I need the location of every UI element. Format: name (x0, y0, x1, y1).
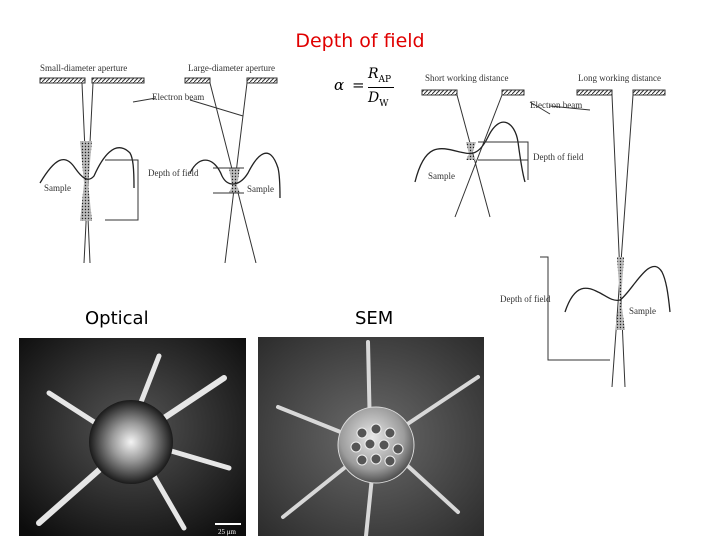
optical-label: Optical (85, 308, 149, 329)
large-aperture-plate-left (184, 77, 211, 84)
long-wd-aperture-left (576, 89, 613, 96)
short-wd-aperture-right (501, 89, 525, 96)
optical-radiolarian-image: 25 μm (19, 338, 246, 536)
optical-micrograph: 25 μm (19, 338, 246, 536)
formula-fraction-bar (368, 87, 394, 88)
sample-surface-right (189, 152, 281, 199)
scale-bar (215, 523, 241, 525)
small-aperture-dof-zone (80, 141, 92, 183)
long-wd-label: Long working distance (578, 73, 661, 83)
depth-of-field-label: Depth of field (148, 168, 199, 178)
large-aperture-dof-zone (229, 168, 240, 186)
sample-label-left: Sample (44, 183, 71, 193)
formula-equals: = (352, 76, 365, 94)
sem-radiolarian-image (258, 337, 484, 536)
sample-label-short: Sample (428, 171, 455, 181)
short-wd-aperture-left (421, 89, 458, 96)
small-aperture-dof-zone-lower (80, 183, 92, 221)
small-aperture-plate-left (39, 77, 86, 84)
formula-denominator: DW (368, 90, 389, 109)
depth-of-field-label-long: Depth of field (500, 294, 551, 304)
working-distance-diagram: Short working distance Long working dist… (414, 73, 671, 387)
sample-surface-long (564, 265, 671, 313)
sem-label: SEM (355, 308, 394, 329)
small-aperture-label: Small-diameter aperture (40, 63, 127, 73)
depth-of-field-label-short: Depth of field (533, 152, 584, 162)
sample-label-right: Sample (247, 184, 274, 194)
slide-title: Depth of field (295, 30, 425, 52)
formula-alpha: α (334, 76, 345, 94)
sample-surface-left (39, 147, 135, 189)
formula-numerator: RAP (368, 66, 392, 85)
electron-beam-label: Electron beam (152, 92, 204, 102)
large-aperture-plate-right (246, 77, 278, 84)
aperture-angle-formula: α = RAP DW (332, 66, 402, 110)
scale-bar-label: 25 μm (218, 528, 237, 536)
sample-label-long: Sample (629, 306, 656, 316)
long-wd-beam (611, 94, 634, 387)
sample-surface-short (414, 121, 526, 183)
sem-micrograph (258, 337, 484, 536)
large-aperture-label: Large-diameter aperture (188, 63, 275, 73)
long-wd-aperture-right (632, 89, 666, 96)
short-wd-beam (454, 94, 503, 218)
electron-beam-label-2: Electron beam (530, 100, 582, 110)
short-wd-label: Short working distance (425, 73, 509, 83)
small-aperture-plate-right (91, 77, 145, 84)
aperture-depth-diagram: Small-diameter aperture Large-diameter a… (39, 63, 281, 263)
